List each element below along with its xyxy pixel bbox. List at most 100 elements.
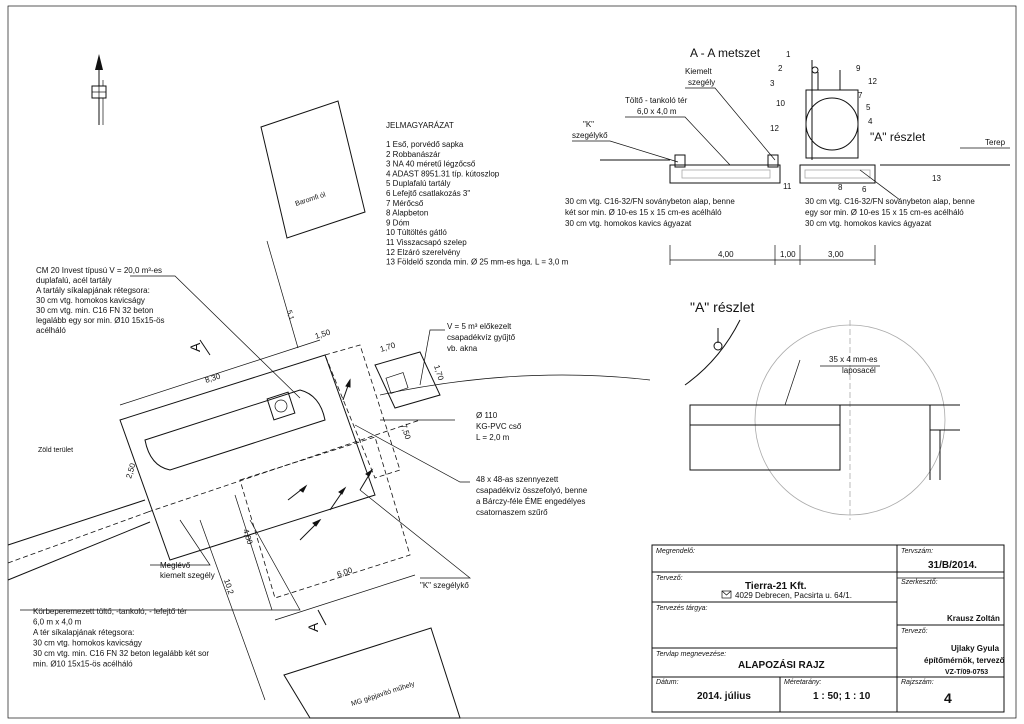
- legend-title: JELMAGYARÁZAT: [386, 121, 454, 130]
- section-num-4: 9: [856, 64, 861, 73]
- detail-a: "A" részlet 35 x 4 mm-es laposacél: [684, 299, 960, 520]
- section-num-7: 10: [776, 99, 785, 108]
- cm20-line-3: A tartály síkalapjának rétegsora:: [36, 286, 150, 295]
- legend-item-9: 9 Dóm: [386, 218, 410, 227]
- legend-item-11: 11 Visszacsapó szelep: [386, 238, 467, 247]
- baromfi-building: [260, 100, 366, 239]
- right-note-2: egy sor min. Ø 10-es 15 x 15 cm-es acélh…: [805, 208, 964, 217]
- legend-item-7: 7 Mérőcső: [386, 199, 424, 208]
- mg-label: MG gépjavító műhely: [350, 681, 416, 708]
- arc-line: [379, 374, 651, 396]
- section-num-1: 1: [786, 50, 791, 59]
- section-num-8: 5: [866, 103, 871, 112]
- korbe-line-5: 30 cm vtg. min. C16 FN 32 beton legalább…: [33, 649, 209, 658]
- tb-tervezo-code: VZ-T/09-0753: [945, 669, 988, 676]
- tb-targya-lbl: Tervezés tárgya:: [656, 605, 708, 612]
- cm20-line-2: duplafalú, acél tartály: [36, 276, 112, 285]
- meglevo-line-1: Meglévő: [160, 561, 191, 570]
- kg-line-2: KG-PVC cső: [476, 422, 522, 431]
- cm20-line-1: CM 20 Invest típusú V = 20,0 m³-es: [36, 266, 162, 275]
- dim-170b: 1,70: [432, 364, 446, 382]
- site-plan: Baromfi ól MG gépjavító műhely Zöld terü…: [7, 100, 651, 719]
- tb-szerkeszto: Krausz Zoltán: [947, 614, 1000, 623]
- kg-line-1: Ø 110: [476, 411, 498, 420]
- sec-dim-2: 1,00: [780, 250, 796, 259]
- detail-title: "A" részlet: [690, 299, 755, 315]
- cm20-line-7: acélháló: [36, 326, 66, 335]
- section-title: A - A metszet: [690, 46, 761, 60]
- cm20-line-6: legalább egy sor min. Ø10 15x15-ös: [36, 316, 165, 325]
- tb-tervszam-lbl: Tervszám:: [901, 548, 933, 555]
- dome-icon: [266, 391, 296, 421]
- korbe-line-4: 30 cm vtg. homokos kavicságy: [33, 639, 142, 648]
- kiemelt-label-2: szegély: [688, 78, 715, 87]
- dim-51: 5,1: [285, 310, 295, 321]
- legend-item-1: 1 Eső, porvédő sapka: [386, 140, 464, 149]
- tb-meretarany: 1 : 50; 1 : 10: [813, 691, 871, 702]
- tb-megnev: ALAPOZÁSI RAJZ: [738, 658, 825, 671]
- mg-building: [283, 627, 461, 719]
- korbe-line-6: min. Ø10 15x15-ös acélháló: [33, 660, 133, 669]
- tank-pad: [119, 354, 376, 561]
- v5-line-1: V = 5 m³ előkezelt: [447, 322, 512, 331]
- north-arrow-icon: [91, 54, 107, 125]
- drain-line-2: csapadékvíz összefolyó, benne: [476, 486, 588, 495]
- kiemelt-label-1: Kiemelt: [685, 67, 712, 76]
- v5-line-3: vb. akna: [447, 344, 478, 353]
- section-num-9: 4: [868, 117, 873, 126]
- tb-datum-lbl: Dátum:: [656, 679, 679, 686]
- detail-label-2: laposacél: [842, 366, 876, 375]
- section-num-12: 8: [838, 183, 843, 192]
- legend-item-12: 12 Elzáró szerelvény: [386, 248, 460, 257]
- dim-150: 1,50: [314, 327, 332, 341]
- right-slab: [799, 164, 876, 184]
- terep-label: Terep: [985, 138, 1006, 147]
- right-note-3: 30 cm vtg. homokos kavics ágyazat: [805, 219, 932, 228]
- left-note-1: 30 cm vtg. C16-32/FN soványbeton alap, b…: [565, 197, 735, 206]
- legend-item-10: 10 Túltöltés gátló: [386, 228, 447, 237]
- korbe-line-3: A tér síkalapjának rétegsora:: [33, 628, 134, 637]
- meglevo-line-2: kiemelt szegély: [160, 571, 215, 580]
- korbe-line-1: Körbeperemezett töltő, -tankoló, - lefej…: [33, 607, 187, 616]
- section-mark-bottom: A: [305, 622, 321, 632]
- tb-tervezo-name: Ujlaky Gyula: [951, 644, 1000, 653]
- detail-label-1: 35 x 4 mm-es: [829, 355, 877, 364]
- ksz-label-2: szegélykő: [572, 131, 608, 140]
- tolto-label-2: 6,0 x 4,0 m: [637, 107, 677, 116]
- section-num-5: 12: [868, 77, 877, 86]
- sec-dim-3: 3,00: [828, 250, 844, 259]
- section-num-10: 12: [770, 124, 779, 133]
- tb-tervszam: 31/B/2014.: [928, 560, 977, 571]
- section-tank: [805, 89, 859, 159]
- section-num-3: 3: [770, 79, 775, 88]
- tb-rajzszam: 4: [944, 690, 952, 706]
- tb-tervezo-role: építőmérnök, tervező: [924, 656, 1005, 665]
- section-num-6: 7: [858, 91, 863, 100]
- tb-szerkeszto-lbl: Szerkesztő:: [901, 579, 938, 586]
- tb-megnev-lbl: Tervlap megnevezése:: [656, 651, 726, 658]
- tb-address: 4029 Debrecen, Pacsirta u. 64/1.: [735, 591, 852, 600]
- tb-datum: 2014. július: [697, 691, 751, 702]
- cm20-line-4: 30 cm vtg. homokos kavicságy: [36, 296, 145, 305]
- drain-line-4: csatornaszem szűrő: [476, 508, 548, 517]
- baromfi-label: Baromfi ól: [294, 191, 327, 208]
- section-num-13: 6: [862, 185, 867, 194]
- collector-pit: [374, 351, 441, 409]
- legend-item-3: 3 NA 40 méretű légzőcső: [386, 160, 476, 169]
- dim-830: 8,30: [204, 371, 222, 385]
- tb-tervezo2-lbl: Tervező:: [901, 628, 928, 635]
- filling-area: [239, 436, 411, 599]
- ksz-label-1: "K": [583, 120, 594, 129]
- tb-meretarany-lbl: Méretarány:: [784, 679, 821, 686]
- sec-dim-1: 4,00: [718, 250, 734, 259]
- envelope-icon: [721, 590, 732, 599]
- left-slab: [669, 164, 781, 184]
- tb-rajzszam-lbl: Rajzszám:: [901, 679, 934, 686]
- tb-megrendelo-lbl: Megrendelő:: [656, 548, 695, 555]
- title-block: Megrendelő: Tervszám: 31/B/2014. Tervező…: [651, 544, 1005, 713]
- kg-line-3: L = 2,0 m: [476, 433, 510, 442]
- tb-tervezo-lbl: Tervező:: [656, 575, 683, 582]
- drain-line-1: 48 x 48-as szennyezett: [476, 475, 559, 484]
- tank-body: [144, 389, 326, 471]
